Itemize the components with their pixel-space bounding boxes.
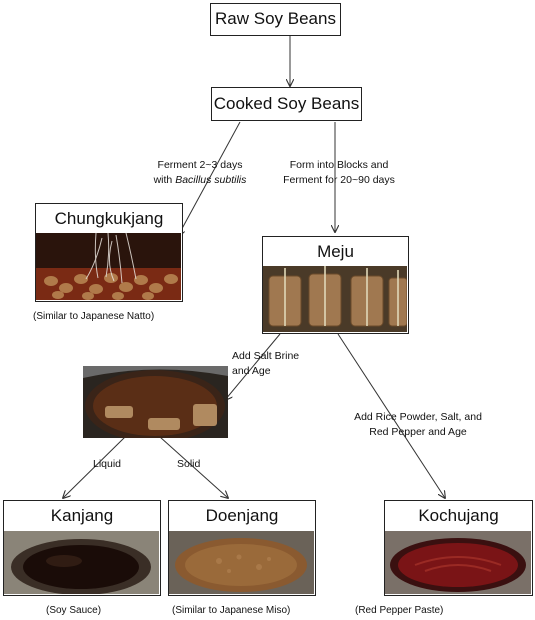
node-raw-soy-beans: Raw Soy Beans bbox=[210, 3, 341, 36]
arrow-brine-to-doenjang bbox=[159, 436, 228, 498]
doenjang-photo bbox=[169, 531, 314, 594]
edge-label-brine: Add Salt Brine and Age bbox=[232, 349, 302, 379]
edge-label-rice: Add Rice Powder, Salt, and Red Pepper an… bbox=[348, 410, 488, 440]
kanjang-photo bbox=[4, 531, 159, 594]
edge-label-line: Ferment 2~3 days bbox=[157, 159, 243, 171]
node-title: Meju bbox=[317, 242, 354, 261]
node-kochujang: Kochujang bbox=[384, 500, 533, 596]
note-kochujang: (Red Pepper Paste) bbox=[355, 605, 444, 616]
edge-label-line: Add Salt Brine bbox=[232, 350, 300, 362]
node-title: Chungkukjang bbox=[54, 209, 164, 228]
edge-label-line: Add Rice Powder, Salt, and bbox=[354, 411, 482, 423]
brine-pot-photo bbox=[83, 366, 228, 438]
kochujang-photo bbox=[385, 531, 531, 594]
edge-label-organism: Bacillus subtilis bbox=[175, 174, 247, 186]
edge-label-line: Red Pepper and Age bbox=[369, 426, 467, 438]
edge-label-blocks: Form into Blocks and Ferment for 20~90 d… bbox=[264, 158, 414, 188]
note-doenjang: (Similar to Japanese Miso) bbox=[172, 605, 291, 616]
note-kanjang: (Soy Sauce) bbox=[46, 605, 102, 616]
node-chungkukjang: Chungkukjang bbox=[35, 203, 183, 302]
meju-photo bbox=[263, 266, 407, 332]
edge-label-line: and Age bbox=[232, 365, 271, 377]
edge-label-ferment: Ferment 2~3 days with Bacillus subtilis bbox=[140, 158, 260, 188]
node-cooked-soy-beans: Cooked Soy Beans bbox=[211, 87, 362, 121]
edge-label-prefix: with bbox=[153, 174, 176, 186]
note-chungkukjang: (Similar to Japanese Natto) bbox=[33, 311, 155, 322]
node-title: Raw Soy Beans bbox=[215, 9, 336, 28]
edge-label-line: Ferment for 20~90 days bbox=[283, 174, 395, 186]
node-title: Cooked Soy Beans bbox=[213, 94, 360, 113]
node-title: Kochujang bbox=[418, 506, 499, 525]
arrow-brine-to-kanjang bbox=[63, 436, 126, 498]
node-doenjang: Doenjang bbox=[168, 500, 316, 596]
edge-label-solid: Solid bbox=[177, 458, 201, 470]
edge-label-line: Form into Blocks and bbox=[289, 159, 389, 171]
arrow-meju-to-brine bbox=[225, 333, 281, 400]
arrow-cooked-to-chungkukjang bbox=[178, 121, 241, 236]
edge-label-liquid: Liquid bbox=[93, 458, 122, 470]
arrow-meju-to-kochujang bbox=[337, 333, 445, 498]
chungkukjang-photo bbox=[36, 233, 181, 300]
node-title: Kanjang bbox=[50, 506, 114, 525]
node-kanjang: Kanjang bbox=[3, 500, 161, 596]
node-title: Doenjang bbox=[205, 506, 279, 525]
node-meju: Meju bbox=[262, 236, 409, 334]
